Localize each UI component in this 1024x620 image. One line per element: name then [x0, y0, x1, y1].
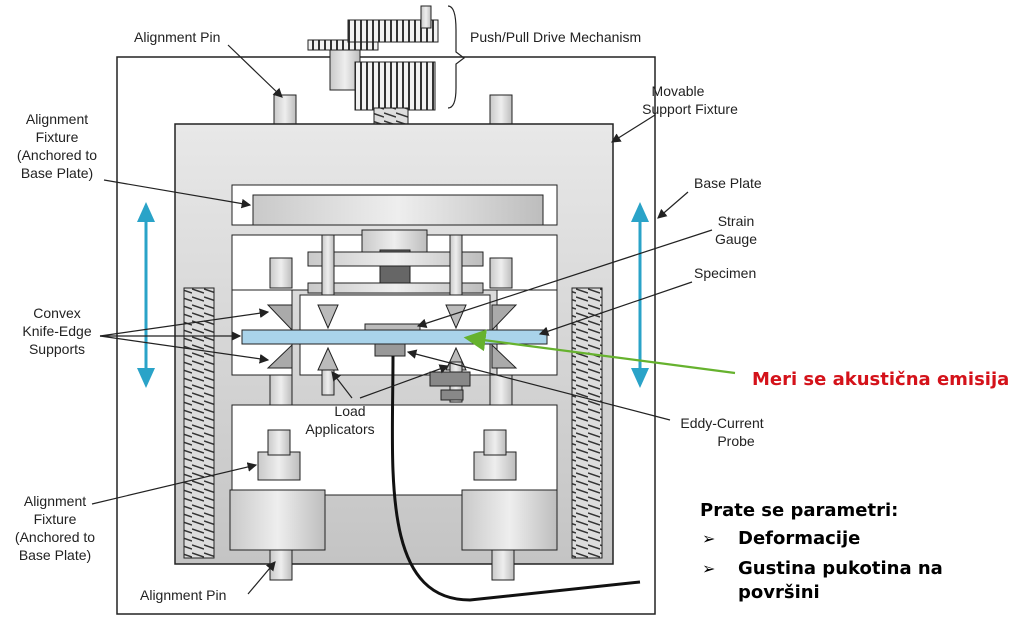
side-screw-left: [183, 287, 215, 559]
leader-convex-1: [99, 308, 270, 337]
load-applicator-assembly: [307, 229, 484, 403]
list-item: ➢ Deformacije: [700, 527, 1020, 551]
leader-strain-gauge: [416, 229, 713, 328]
movement-arrow-right: [631, 202, 649, 388]
acoustic-emission-callout: Meri se akustična emisija: [752, 369, 1009, 390]
arrow-bullet-icon: ➢: [702, 559, 716, 578]
label-eddy-1: Eddy-Current: [680, 415, 763, 431]
alignment-fixture-bottom-right: [461, 489, 558, 551]
eddy-current-probe: [374, 343, 406, 357]
leader-load-2: [359, 364, 450, 399]
label-convex-2: Knife-Edge: [22, 323, 91, 339]
label-movable-1: Movable: [652, 83, 705, 99]
parameter-crack-density: Gustina pukotina na površini: [738, 558, 943, 603]
strain-gauge: [364, 323, 421, 331]
movement-arrow-left: [137, 202, 155, 388]
alignment-pin-right-bottom: [491, 549, 515, 581]
parameters-list: ➢ Deformacije ➢ Gustina pukotina na povr…: [700, 527, 1020, 605]
label-load-1: Load: [334, 403, 365, 419]
alignment-fixture-bottom-left: [229, 489, 326, 551]
probe-cable: [390, 355, 641, 602]
leader-alignment-fixture-bottom: [91, 462, 258, 505]
alignment-fixture-top: [252, 194, 544, 226]
label-alignment-pin-top: Alignment Pin: [134, 29, 220, 45]
parameters-title: Prate se parametri:: [700, 500, 899, 521]
acoustic-emission-arrow: [463, 329, 736, 375]
label-convex-1: Convex: [33, 305, 80, 321]
label-alignment-fixture-bottom-3: (Anchored to: [15, 529, 95, 545]
leader-alignment-fixture-top: [103, 179, 252, 209]
leader-alignment-pin-top: [227, 44, 283, 98]
leader-eddy-current: [406, 349, 671, 421]
label-alignment-fixture-bottom-4: Base Plate): [19, 547, 91, 563]
leader-specimen: [538, 281, 693, 336]
label-movable-2: Support Fixture: [642, 101, 738, 117]
label-alignment-fixture-top-1: Alignment: [26, 111, 88, 127]
parameter-deformation: Deformacije: [738, 528, 861, 549]
leader-load-1: [331, 371, 353, 399]
label-alignment-fixture-top-4: Base Plate): [21, 165, 93, 181]
leader-push-pull: [447, 5, 465, 109]
list-item: ➢ Gustina pukotina na površini: [700, 557, 1020, 605]
label-push-pull-drive: Push/Pull Drive Mechanism: [470, 29, 641, 45]
side-screw-right: [571, 287, 603, 559]
leader-movable-support: [610, 114, 656, 143]
label-alignment-pin-bottom: Alignment Pin: [140, 587, 226, 603]
label-base-plate: Base Plate: [694, 175, 762, 191]
leader-convex-3: [99, 335, 270, 364]
leader-base-plate: [657, 191, 689, 219]
label-eddy-2: Probe: [717, 433, 755, 449]
label-strain-1: Strain: [718, 213, 755, 229]
alignment-pin-left-bottom: [269, 549, 293, 581]
knife-edge-supports: [266, 257, 518, 406]
label-alignment-fixture-bottom-2: Fixture: [34, 511, 77, 527]
label-convex-3: Supports: [29, 341, 85, 357]
label-load-2: Applicators: [305, 421, 374, 437]
label-alignment-fixture-bottom-1: Alignment: [24, 493, 86, 509]
label-strain-2: Gauge: [715, 231, 757, 247]
leader-alignment-pin-bottom: [247, 561, 276, 595]
arrow-bullet-icon: ➢: [702, 529, 716, 548]
label-alignment-fixture-top-3: (Anchored to: [17, 147, 97, 163]
label-alignment-fixture-top-2: Fixture: [36, 129, 79, 145]
monitored-parameters-note: Prate se parametri: ➢ Deformacije ➢ Gust…: [700, 500, 1020, 611]
label-specimen: Specimen: [694, 265, 756, 281]
